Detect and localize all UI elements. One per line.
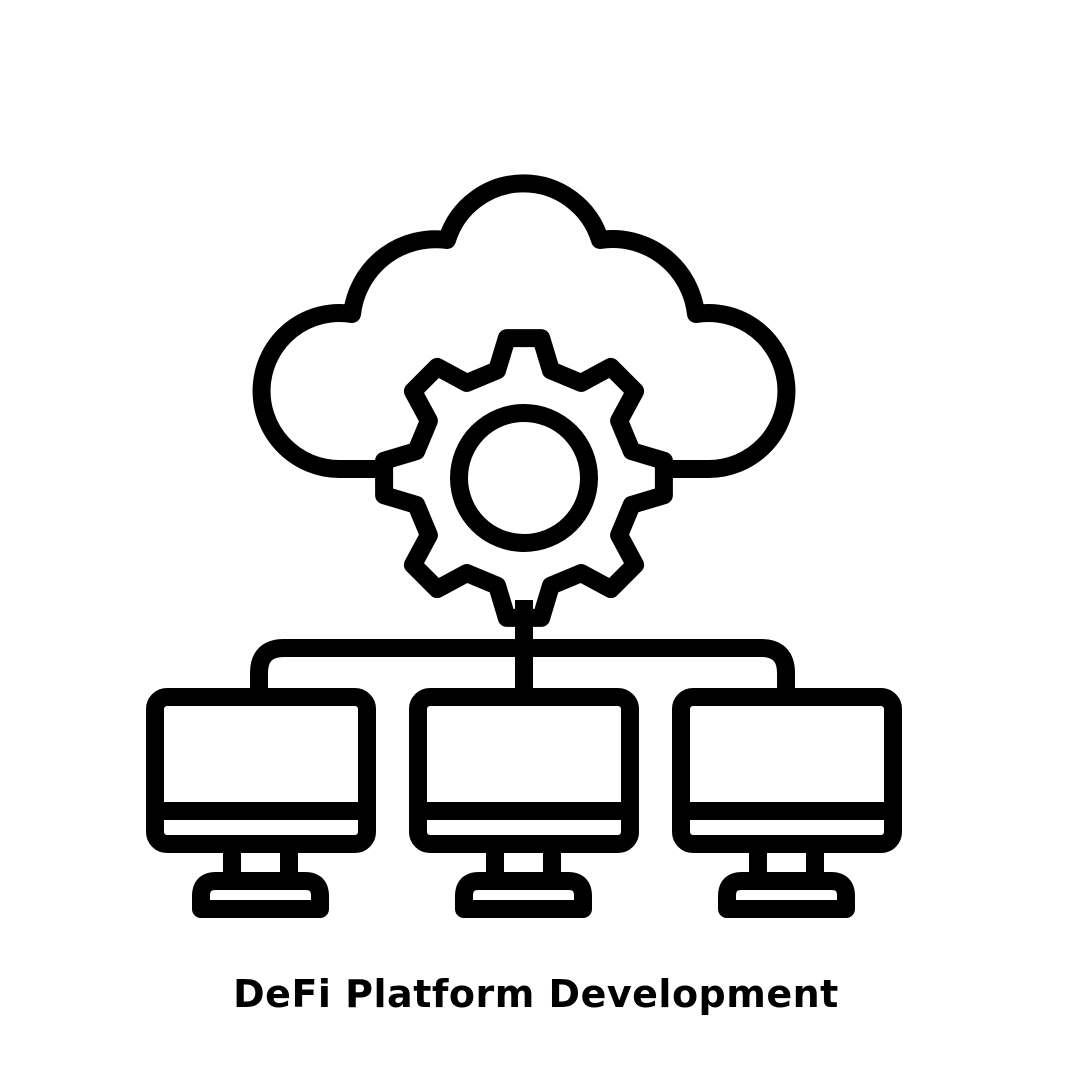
computer-monitor-icon: [146, 688, 376, 918]
computer-monitor-icon: [409, 688, 639, 918]
gear-teeth: [375, 329, 673, 627]
computer-monitor-icon: [672, 688, 902, 918]
cloud-icon: [252, 174, 796, 479]
monitor-screen: [672, 688, 902, 853]
gear-icon: [375, 329, 673, 627]
connector-bar: [250, 639, 795, 690]
page-title: DeFi Platform Development: [233, 972, 839, 1016]
monitor-base: [455, 872, 592, 918]
monitor-base: [718, 872, 855, 918]
gear-hub: [450, 404, 598, 552]
network-connector: [250, 600, 795, 690]
monitor-base: [192, 872, 329, 918]
monitor-screen: [409, 688, 639, 853]
monitor-screen: [146, 688, 376, 853]
